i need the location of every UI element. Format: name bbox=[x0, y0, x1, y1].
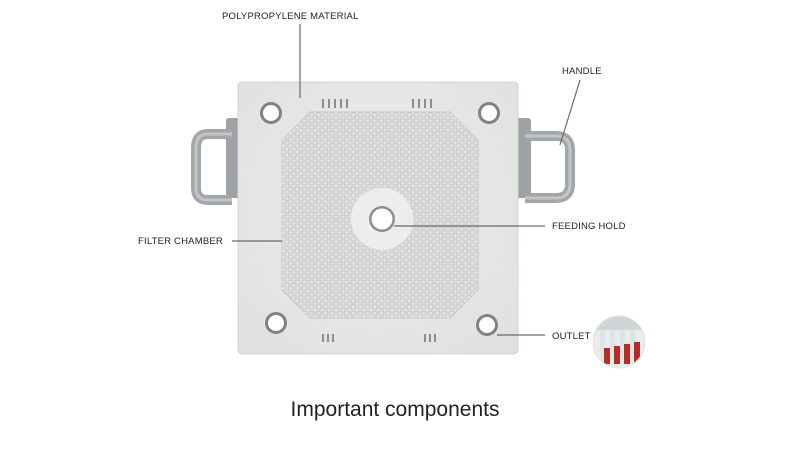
label-outlet: OUTLET bbox=[552, 331, 591, 342]
left-handle bbox=[191, 118, 244, 205]
outlet-inset bbox=[593, 316, 645, 368]
label-polypropylene-material: POLYPROPYLENE MATERIAL bbox=[222, 11, 359, 22]
bottom-slots bbox=[322, 334, 436, 342]
corner-holes bbox=[260, 102, 500, 336]
label-filter-chamber: FILTER CHAMBER bbox=[138, 236, 223, 247]
feeding-hole bbox=[351, 188, 413, 250]
label-feeding-hold: FEEDING HOLD bbox=[552, 221, 626, 232]
right-handle bbox=[513, 118, 575, 203]
label-handle: HANDLE bbox=[562, 66, 602, 77]
caption: Important components bbox=[290, 398, 500, 421]
leader-lines bbox=[232, 24, 581, 336]
top-slots bbox=[322, 99, 432, 108]
leader-handle bbox=[559, 79, 581, 146]
